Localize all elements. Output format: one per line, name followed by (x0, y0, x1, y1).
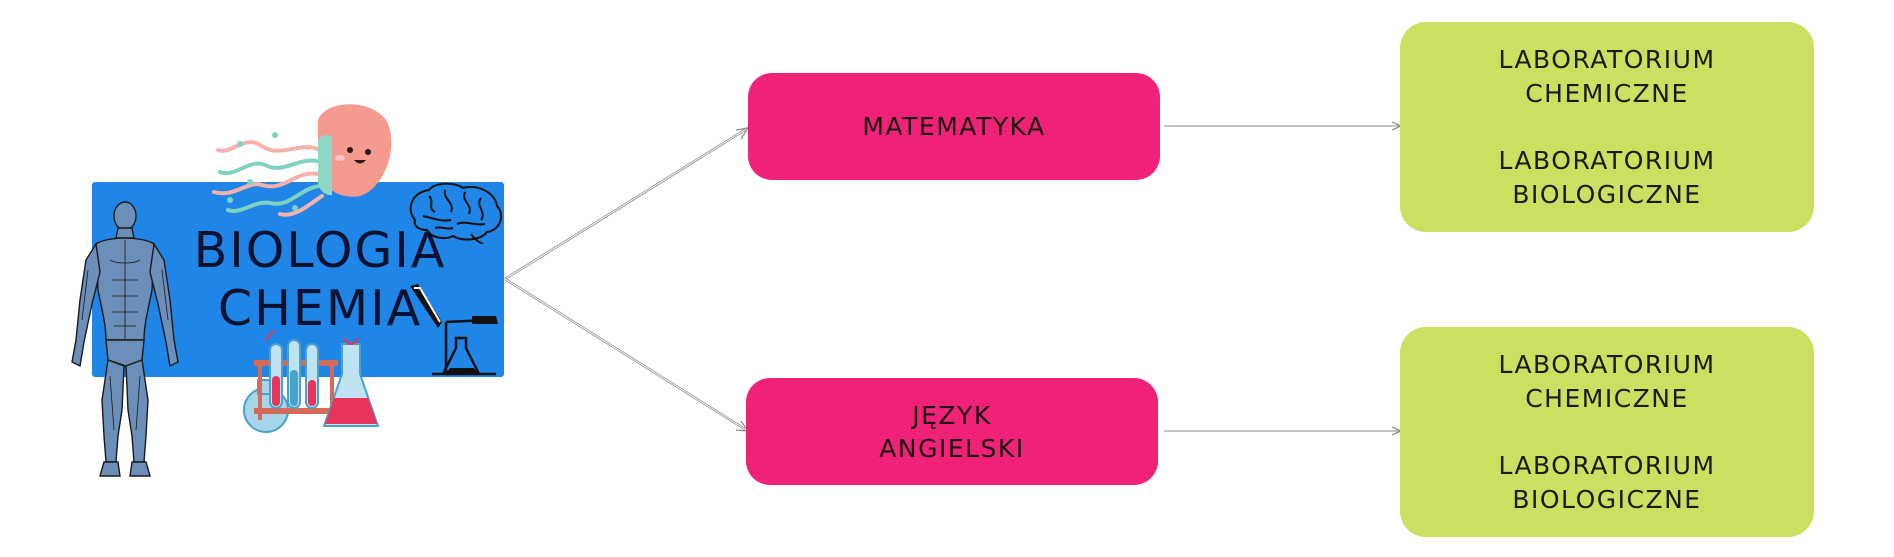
arrow-main-to-jezyk (504, 277, 750, 433)
arrow-main-to-matematyka (504, 126, 750, 281)
lab-item: LABORATORIUM BIOLOGICZNE (1498, 145, 1716, 209)
test-tubes-icon (243, 330, 338, 433)
lab-box-1: LABORATORIUM CHEMICZNE LABORATORIUM BIOL… (1400, 22, 1814, 232)
subject-label: JĘZYK ANGIELSKI (879, 400, 1025, 463)
subject-box-jezyk-angielski: JĘZYK ANGIELSKI (746, 378, 1158, 485)
main-title: BIOLOGIA CHEMIA (150, 222, 490, 338)
brain-icon (409, 182, 503, 244)
jellyfish-icon (212, 104, 392, 217)
main-title-line-2: CHEMIA (217, 280, 423, 337)
subject-box-matematyka: MATEMATYKA (748, 73, 1160, 180)
pipette-icon (410, 284, 442, 328)
human-anatomy-icon (71, 201, 179, 477)
lab-item: LABORATORIUM BIOLOGICZNE (1498, 450, 1716, 514)
lab-stand-icon (432, 316, 498, 376)
flask-icon (322, 338, 380, 427)
lab-item: LABORATORIUM CHEMICZNE (1498, 44, 1716, 108)
lab-item: LABORATORIUM CHEMICZNE (1498, 349, 1716, 413)
subject-label: MATEMATYKA (862, 112, 1046, 141)
lab-box-2: LABORATORIUM CHEMICZNE LABORATORIUM BIOL… (1400, 327, 1814, 537)
main-title-line-1: BIOLOGIA (193, 222, 447, 279)
